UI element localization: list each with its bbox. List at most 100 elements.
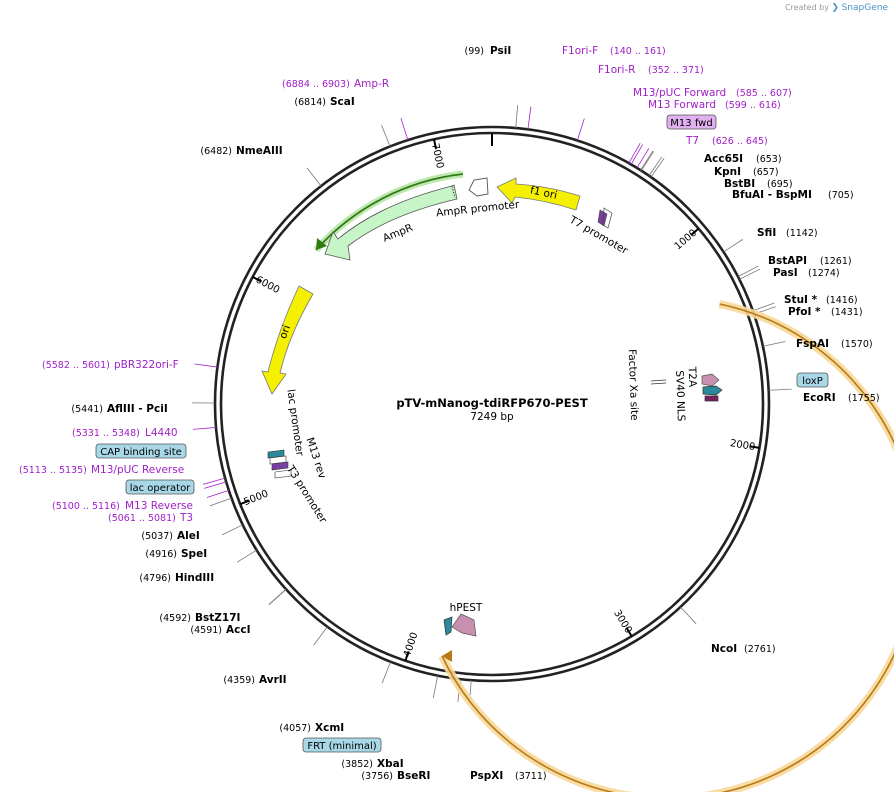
primer-amp-r[interactable]: Amp-R [354, 78, 389, 90]
primer-amp-r-range: (6884 .. 6903) [282, 79, 350, 90]
enzyme-scai[interactable]: ScaI [330, 96, 355, 108]
frt-minimal-box[interactable] [302, 737, 382, 753]
enzyme-xcmi[interactable]: XcmI [315, 722, 344, 734]
m13-rev-label: M13 rev [304, 436, 329, 480]
hpest-arrow [451, 613, 477, 637]
primer-t3[interactable]: T3 [179, 512, 193, 524]
scale-tick-label-2000: 2000 [729, 438, 756, 453]
enzyme-kpni[interactable]: KpnI [714, 166, 741, 178]
enzyme-bstbi[interactable]: BstBI [724, 178, 755, 190]
primer-leader-635 [636, 148, 650, 169]
enzyme-leader-4057 [381, 661, 391, 684]
ori-arrow [261, 285, 314, 395]
ampr-promoter-arrow [468, 177, 489, 197]
t2a-arrow [701, 373, 720, 387]
snapgene-logo: ❯ [831, 3, 840, 13]
primer-t7[interactable]: T7 [685, 135, 699, 147]
enzyme-bstapi[interactable]: BstAPI [768, 255, 807, 267]
enzyme-fspai[interactable]: FspAI [796, 338, 829, 350]
primer-f1ori-r-range: (352 .. 371) [648, 65, 704, 76]
primer-f1ori-f[interactable]: F1ori-F [562, 45, 598, 57]
primer-pbr322ori-f[interactable]: pBR322ori-F [114, 359, 179, 371]
enzyme-bfuai-bspmi[interactable]: BfuAI - BspMI [732, 189, 812, 201]
enzyme-leader-1142 [723, 239, 744, 253]
enzyme-bstz17i[interactable]: BstZ17I [195, 612, 240, 624]
primer-m13-forward[interactable]: M13 Forward [648, 99, 716, 111]
enzyme-stui[interactable]: StuI * [784, 294, 818, 306]
scale-tick-2000 [749, 445, 760, 449]
enzyme-acci-pos: (4591) [190, 625, 222, 636]
scale-tick-7000 [432, 139, 438, 150]
loxp-box[interactable] [796, 372, 829, 388]
enzyme-leader-1755 [768, 388, 792, 391]
primer-leader-5591 [194, 363, 218, 368]
m13-fwd-label: M13 fwd [670, 118, 712, 129]
enzyme-hindiii[interactable]: HindIII [175, 572, 214, 584]
enzyme-nmeaiii[interactable]: NmeAIII [236, 145, 283, 157]
scale-tick-label-7000: 7000 [429, 142, 445, 169]
primer-m13-reverse-range: (5100 .. 5116) [52, 501, 120, 512]
scale-tick-5000 [239, 499, 250, 506]
t7-promoter-arrow [597, 209, 608, 227]
enzyme-psii[interactable]: PsiI [490, 45, 511, 57]
primer-leader-5108 [203, 481, 227, 489]
enzyme-hindiii-pos: (4796) [139, 573, 171, 584]
lac-promoter-mark [269, 455, 287, 465]
t7-promoter-outline [602, 207, 613, 229]
enzyme-xcmi-pos: (4057) [279, 723, 311, 734]
enzyme-ecori[interactable]: EcoRI [803, 392, 836, 404]
enzyme-acci[interactable]: AccI [226, 624, 250, 636]
enzyme-acc65i[interactable]: Acc65I [704, 153, 743, 165]
enzyme-leader-1274 [739, 268, 761, 280]
primer-m13-puc-forward[interactable]: M13/pUC Forward [633, 87, 726, 99]
credit-brand: SnapGene [841, 3, 888, 13]
enzyme-leader-4916 [221, 524, 243, 536]
insert-arc-head [442, 650, 452, 662]
enzyme-pspxi-pos: (3711) [515, 771, 547, 782]
lac-promoter-label: lac promoter [284, 388, 305, 457]
enzyme-pfoi[interactable]: PfoI * [788, 306, 821, 318]
enzyme-afliii-pcii[interactable]: AflIII - PciI [107, 403, 168, 415]
f1-ori-arrow [496, 177, 581, 211]
cap-binding-site-label: CAP binding site [100, 447, 182, 458]
enzyme-afliii-pcii-pos: (5441) [71, 404, 103, 415]
snapgene-credit: Created by ❯ SnapGene [785, 3, 888, 13]
scale-tick-4000 [404, 650, 410, 662]
factor-xa-label: Factor Xa site [626, 349, 640, 421]
primer-f1ori-r[interactable]: F1ori-R [598, 64, 635, 76]
enzyme-pasi[interactable]: PasI [773, 267, 798, 279]
enzyme-pspxi[interactable]: PspXI [470, 770, 503, 782]
enzyme-avrii[interactable]: AvrII [259, 674, 287, 686]
enzyme-scai-pos: (6814) [294, 97, 326, 108]
enzyme-bseri[interactable]: BseRI [397, 770, 430, 782]
enzyme-leader-4796 [236, 549, 257, 563]
primer-l4440[interactable]: L4440 [145, 427, 178, 439]
primer-pbr322ori-f-range: (5582 .. 5601) [42, 360, 110, 371]
enzyme-ncoi-pos: (2761) [744, 644, 776, 655]
t2a-label: T2A [686, 366, 699, 388]
scale-tick-label-5000: 5000 [242, 489, 270, 509]
enzyme-xbai[interactable]: XbaI [377, 758, 404, 770]
enzyme-leader-653 [640, 150, 654, 171]
scale-tick-label-6000: 6000 [254, 274, 282, 296]
enzyme-ncoi[interactable]: NcoI [711, 643, 737, 655]
primer-m13-puc-reverse[interactable]: M13/pUC Reverse [91, 464, 184, 476]
enzyme-psii-pos: (99) [464, 46, 484, 57]
scale-tick-1000 [690, 227, 700, 236]
enzyme-spei[interactable]: SpeI [181, 548, 207, 560]
enzyme-leader-5037 [209, 497, 232, 507]
f1-ori-label: f1 ori [529, 184, 558, 201]
primer-f1ori-f-range: (140 .. 161) [610, 46, 666, 57]
m13-fwd-box[interactable] [666, 114, 717, 130]
enzyme-spei-pos: (4916) [145, 549, 177, 560]
enzyme-alei[interactable]: AleI [177, 530, 200, 542]
cap-binding-site-box[interactable] [95, 443, 187, 459]
lac-operator-box[interactable] [125, 479, 195, 495]
enzyme-sfii[interactable]: SfiI [757, 227, 776, 239]
primer-leader-6893 [400, 118, 409, 141]
primer-m13-reverse[interactable]: M13 Reverse [125, 500, 193, 512]
ampr-arc-head [316, 238, 327, 250]
scale-tick-label-4000: 4000 [402, 631, 421, 659]
enzyme-bseri-pos: (3756) [361, 771, 393, 782]
enzyme-bfuai-bspmi-pos: (705) [828, 190, 854, 201]
